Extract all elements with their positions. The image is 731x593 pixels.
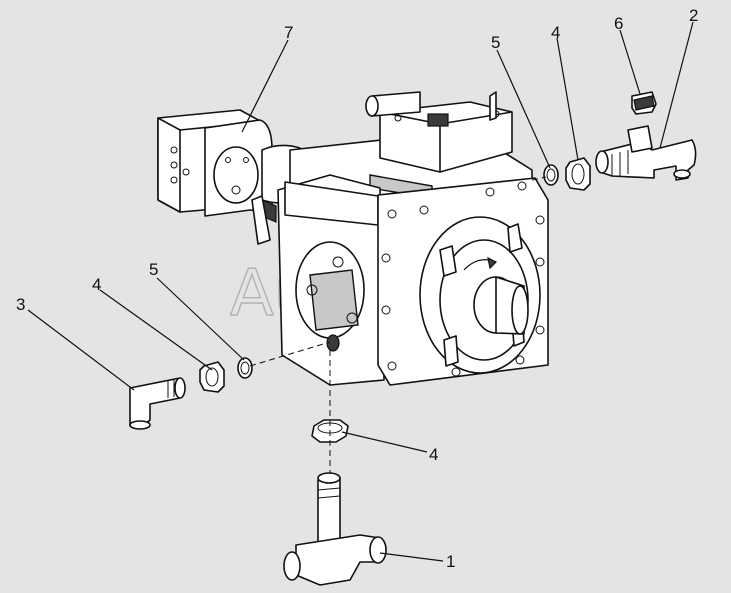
part-4-nut-left bbox=[199, 361, 225, 393]
callout-1: 1 bbox=[446, 552, 455, 571]
part-2-elbow-fitting bbox=[595, 125, 697, 181]
callout-5-right: 5 bbox=[491, 33, 500, 52]
callout-4-left: 4 bbox=[92, 275, 101, 294]
callout-7: 7 bbox=[284, 23, 293, 42]
callout-6: 6 bbox=[614, 14, 623, 33]
part-5-ring-left bbox=[237, 357, 253, 379]
part-5-ring-right bbox=[543, 164, 559, 186]
callout-5-left: 5 bbox=[149, 260, 158, 279]
leader-lines bbox=[27, 21, 694, 562]
axis-left bbox=[249, 341, 331, 367]
callout-4-bottom: 4 bbox=[429, 445, 438, 464]
axis-right bbox=[531, 176, 547, 181]
pump-body bbox=[277, 91, 549, 386]
part-1-tee-fitting bbox=[283, 472, 387, 586]
part-7-motor bbox=[157, 109, 301, 245]
callout-4-right: 4 bbox=[551, 23, 560, 42]
part-3-elbow-pipe bbox=[129, 377, 186, 430]
part-4-nut-right bbox=[565, 157, 591, 191]
callout-3: 3 bbox=[16, 295, 25, 314]
part-6-breather-cap bbox=[631, 91, 657, 115]
callout-2: 2 bbox=[689, 6, 698, 25]
